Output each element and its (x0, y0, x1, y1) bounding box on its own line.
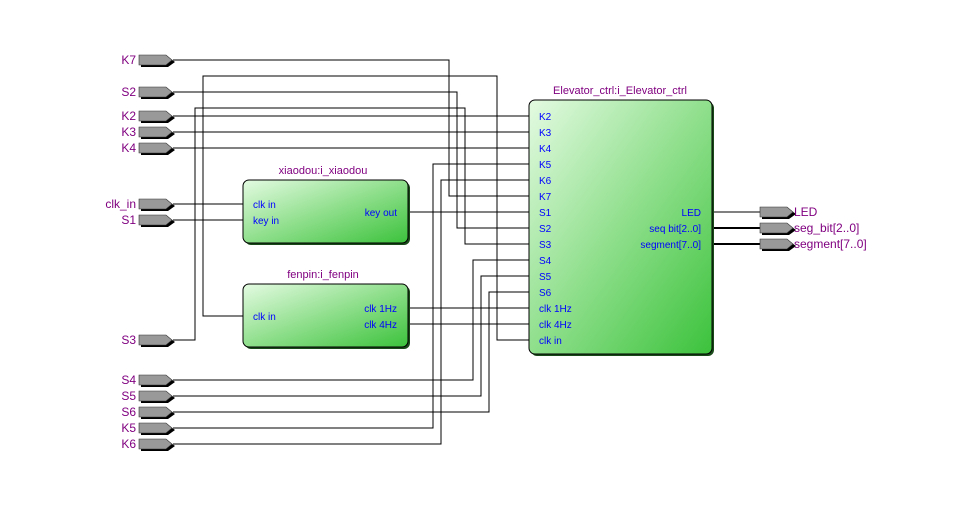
wire-s5 (173, 275, 529, 397)
wire-k5 (173, 163, 529, 429)
input-port-s4: S4 (539, 256, 552, 267)
instance-title: fenpin:i_fenpin (287, 269, 359, 281)
wire-k7 (173, 59, 529, 197)
input-port-k7: K7 (539, 192, 552, 203)
pin-label: LED (794, 205, 818, 219)
input-pin-k4[interactable]: K4 (121, 141, 175, 155)
input-port-k4: K4 (539, 144, 552, 155)
pin-label: clk_in (105, 197, 136, 211)
input-pin-k6[interactable]: K6 (121, 437, 175, 451)
input-port-k5: K5 (539, 160, 552, 171)
pin-label: K4 (121, 141, 136, 155)
output-pin-led[interactable]: LED (759, 205, 818, 219)
wire-s2 (173, 91, 529, 229)
input-port-s2: S2 (539, 224, 552, 235)
wires-layer (173, 59, 760, 445)
pin-label: K3 (121, 125, 136, 139)
output-pin-seg-bit-2-0[interactable]: seg_bit[2..0] (759, 221, 859, 235)
input-port-clk-4hz: clk 4Hz (539, 320, 572, 331)
pin-label: S3 (121, 333, 136, 347)
pin-label: K6 (121, 437, 136, 451)
input-pin-s5[interactable]: S5 (121, 389, 175, 403)
input-pin-k5[interactable]: K5 (121, 421, 175, 435)
input-pin-s2[interactable]: S2 (121, 85, 175, 99)
input-pin-k7[interactable]: K7 (121, 53, 175, 67)
input-pin-k2[interactable]: K2 (121, 109, 175, 123)
input-port-k2: K2 (539, 112, 552, 123)
wire-k6 (173, 179, 529, 445)
pin-label: K5 (121, 421, 136, 435)
input-port-s6: S6 (539, 288, 552, 299)
output-port-seq-bit-2-0: seq bit[2..0] (649, 224, 701, 235)
wire-s6 (173, 291, 529, 413)
input-port-clk-in: clk in (253, 312, 276, 323)
wire-clk-in-elevator (202, 75, 529, 341)
instance-title: Elevator_ctrl:i_Elevator_ctrl (553, 85, 687, 97)
pin-label: seg_bit[2..0] (794, 221, 859, 235)
input-pin-s1[interactable]: S1 (121, 213, 175, 227)
input-pin-clk-in[interactable]: clk_in (105, 197, 175, 211)
pin-label: segment[7..0] (794, 237, 867, 251)
input-port-s3: S3 (539, 240, 552, 251)
wire-s4 (173, 259, 529, 381)
output-pin-segment-7-0[interactable]: segment[7..0] (759, 237, 867, 251)
instance-title: xiaodou:i_xiaodou (279, 165, 368, 177)
input-port-s5: S5 (539, 272, 552, 283)
output-port-key-out: key out (365, 208, 397, 219)
pin-label: S4 (121, 373, 136, 387)
input-port-s1: S1 (539, 208, 552, 219)
pin-label: S1 (121, 213, 136, 227)
input-pin-k3[interactable]: K3 (121, 125, 175, 139)
pin-label: S6 (121, 405, 136, 419)
wire-clk-in-fenpin (202, 204, 243, 317)
pin-label: K7 (121, 53, 136, 67)
output-port-clk-1hz: clk 1Hz (364, 304, 397, 315)
pins-layer: K7S2K2K3K4clk_inS1S3S4S5S6K5K6LEDseg_bit… (105, 53, 867, 451)
output-port-clk-4hz: clk 4Hz (364, 320, 397, 331)
input-port-k3: K3 (539, 128, 552, 139)
output-port-segment-7-0: segment[7..0] (640, 240, 701, 251)
output-port-led: LED (682, 208, 701, 219)
pin-label: S5 (121, 389, 136, 403)
input-port-key-in: key in (253, 216, 279, 227)
input-port-k6: K6 (539, 176, 552, 187)
pin-label: K2 (121, 109, 136, 123)
pin-label: S2 (121, 85, 136, 99)
input-port-clk-in: clk in (539, 336, 562, 347)
input-port-clk-in: clk in (253, 200, 276, 211)
wire-s3 (173, 107, 529, 341)
input-pin-s6[interactable]: S6 (121, 405, 175, 419)
block-elevator[interactable]: Elevator_ctrl:i_Elevator_ctrlK2K3K4K5K6K… (528, 85, 714, 356)
input-pin-s4[interactable]: S4 (121, 373, 175, 387)
input-pin-s3[interactable]: S3 (121, 333, 175, 347)
input-port-clk-1hz: clk 1Hz (539, 304, 572, 315)
